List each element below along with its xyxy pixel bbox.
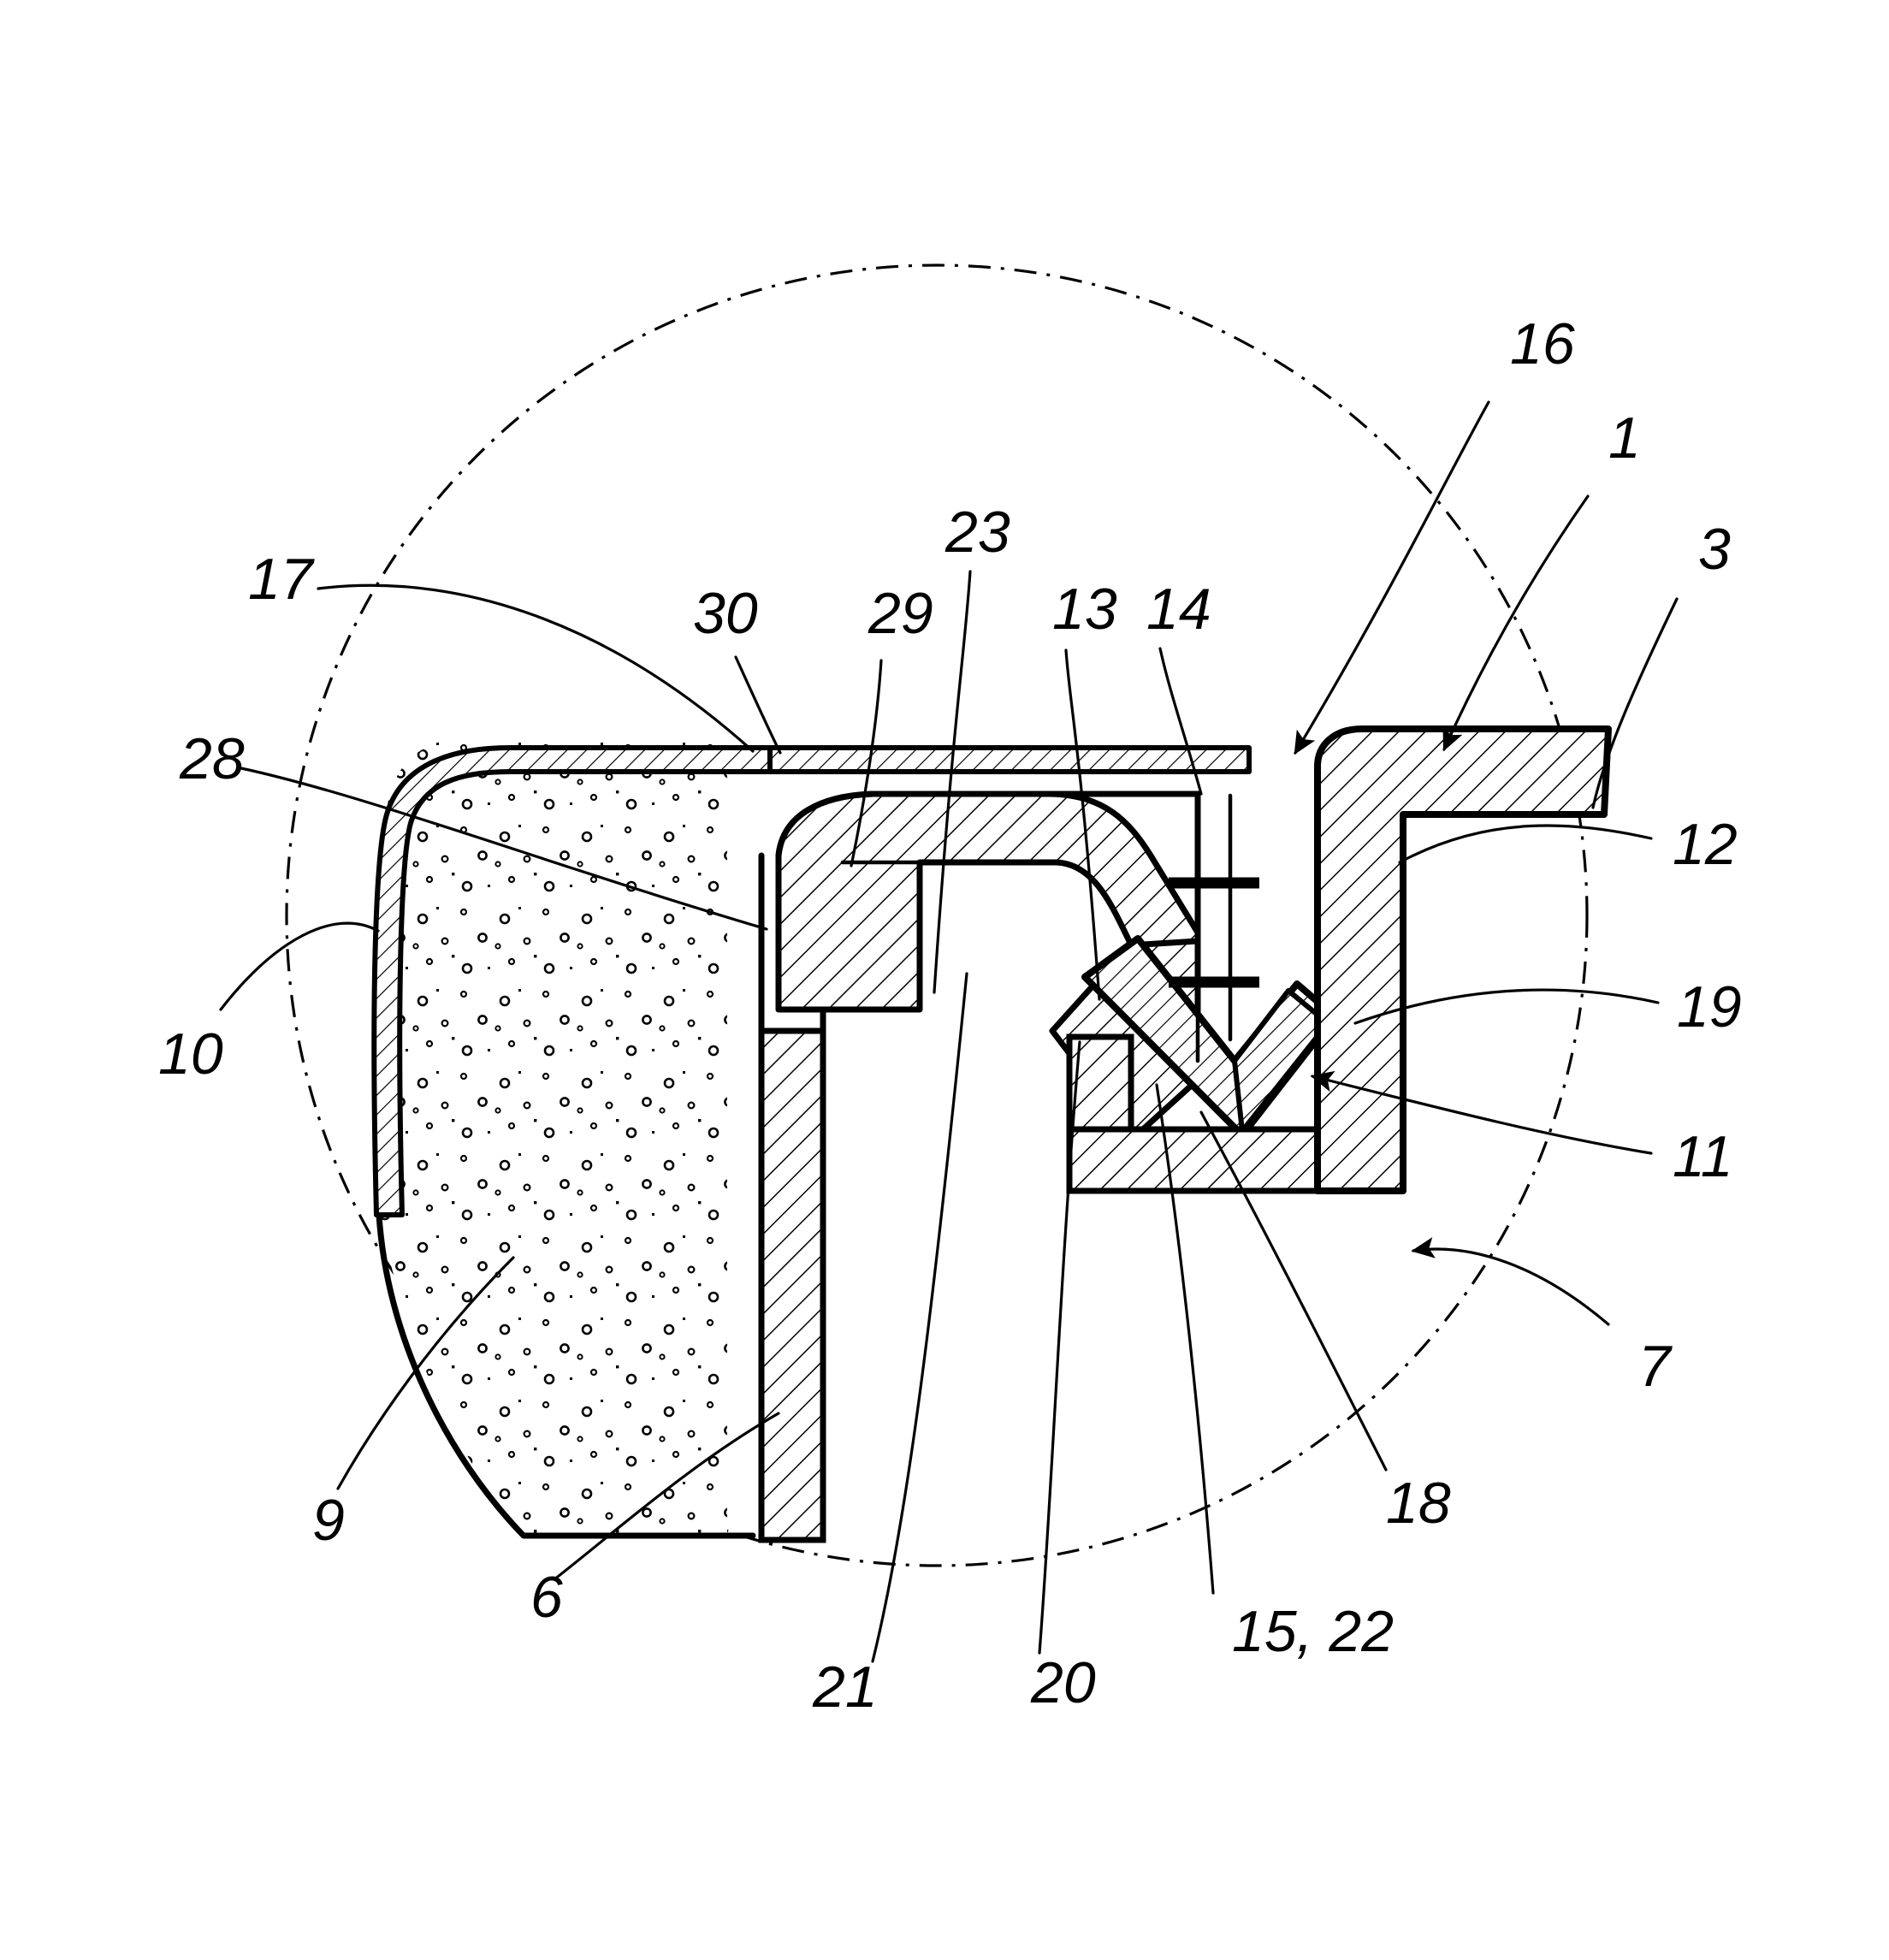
carrier-vertical-web (758, 1027, 826, 1543)
ref-label-23: 23 (944, 500, 1010, 565)
ref-label-13: 13 (1052, 577, 1117, 642)
leader-15-22 (1155, 1083, 1215, 1595)
ref-label-17: 17 (248, 547, 315, 612)
ref-label-14: 14 (1146, 577, 1211, 642)
v-spring-clip-right-leg (1232, 988, 1330, 1134)
ref-label-30: 30 (693, 581, 758, 646)
leader-9 (336, 1256, 515, 1490)
right-bracket-member (1314, 725, 1612, 1194)
ref-label-7: 7 (1638, 1334, 1673, 1399)
leader-7-arrow (1411, 1237, 1610, 1326)
fastener-shank-lines (1195, 791, 1233, 1063)
ref-label-9: 9 (312, 1488, 345, 1553)
ref-label-1: 1 (1608, 406, 1641, 471)
ref-label-10: 10 (158, 1021, 223, 1087)
ref-label-3: 3 (1698, 517, 1731, 582)
ref-label-11: 11 (1673, 1124, 1733, 1189)
leader-13 (1064, 648, 1101, 1001)
ref-label-29: 29 (868, 581, 933, 646)
ref-label-18: 18 (1386, 1471, 1451, 1536)
leader-23 (933, 570, 972, 994)
foam-lower-edge (376, 1211, 756, 1539)
leader-28 (240, 767, 768, 931)
leader-10 (219, 921, 380, 1011)
leader-14 (1158, 647, 1203, 796)
leader-30 (734, 655, 782, 755)
leader-12 (1398, 824, 1653, 864)
leader-21 (871, 972, 968, 1663)
cover-skin-layer (371, 745, 773, 1217)
leader-29 (850, 659, 883, 867)
leader-3 (1591, 597, 1679, 809)
foam-padding-fill (375, 736, 727, 1536)
leader-19 (1353, 988, 1660, 1025)
ref-label-6: 6 (530, 1565, 563, 1630)
leader-6 (553, 1412, 780, 1581)
ref-label-16: 16 (1510, 311, 1575, 376)
detail-boundary-circle (285, 264, 1589, 1567)
ref-label-15-22: 15, 22 (1232, 1599, 1394, 1664)
leader-17 (317, 583, 755, 753)
ref-label-21: 21 (812, 1655, 878, 1720)
ref-label-19: 19 (1677, 974, 1742, 1039)
ref-label-12: 12 (1673, 812, 1738, 877)
leader-1-arrow (1442, 494, 1590, 752)
leader-20 (1038, 1040, 1081, 1655)
leader-18 (1199, 1110, 1388, 1471)
top-cover-skin-band (767, 745, 1252, 774)
leader-16-arrow (1294, 400, 1490, 755)
leader-11-arrow (1310, 1070, 1653, 1155)
ref-label-28: 28 (179, 726, 245, 791)
ref-label-20: 20 (1030, 1650, 1096, 1715)
